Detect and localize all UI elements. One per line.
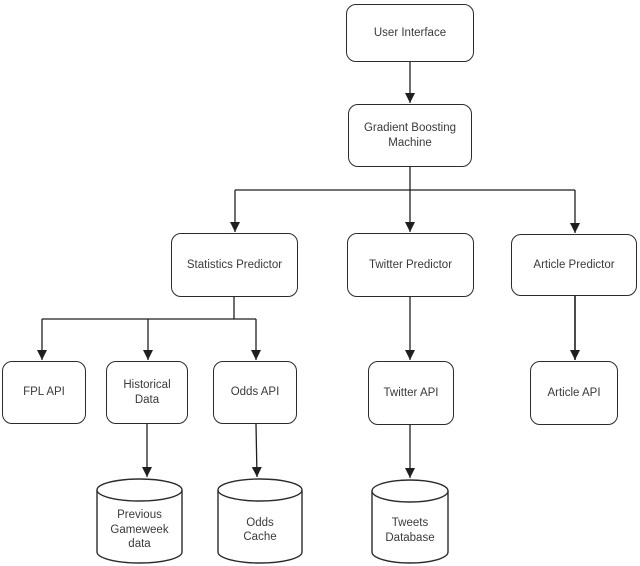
node-odds-api: Odds API (213, 361, 297, 424)
node-fpl-api-label: FPL API (23, 386, 65, 399)
node-article-predictor-label: Article Predictor (533, 258, 615, 271)
node-twitter-predictor-label: Twitter Predictor (368, 258, 453, 271)
node-statistics-predictor-label: Statistics Predictor (186, 258, 283, 271)
node-article-api: Article API (530, 361, 618, 425)
node-article-predictor: Article Predictor (511, 234, 637, 296)
node-gradient-boosting-machine: Gradient Boosting Machine (348, 104, 472, 167)
node-statistics-predictor: Statistics Predictor (171, 233, 298, 297)
node-historical-data-label: Historical Data (123, 378, 171, 406)
node-previous-gameweek-data-label: Previous Gameweek data (110, 509, 169, 551)
node-previous-gameweek-data-db: Previous Gameweek data (96, 478, 183, 564)
node-tweets-database-db: Tweets Database (371, 479, 449, 564)
node-twitter-predictor: Twitter Predictor (347, 233, 474, 297)
cylinder-icon (96, 478, 183, 564)
node-user-interface-label: User Interface (373, 26, 447, 39)
edge-odds-cache (251, 423, 262, 478)
cylinder-icon (217, 478, 303, 564)
node-historical-data: Historical Data (106, 361, 188, 424)
node-tweets-database-label: Tweets Database (385, 517, 435, 544)
node-odds-cache-label: Odds Cache (243, 516, 277, 543)
node-odds-cache-db: Odds Cache (217, 478, 303, 564)
node-twitter-api-label: Twitter API (383, 386, 439, 399)
node-twitter-api: Twitter API (368, 361, 454, 425)
node-odds-api-label: Odds API (230, 386, 280, 399)
cylinder-icon (371, 479, 449, 564)
node-user-interface: User Interface (346, 4, 474, 62)
node-article-api-label: Article API (547, 386, 601, 399)
node-fpl-api: FPL API (2, 361, 86, 424)
node-gradient-boosting-machine-label: Gradient Boosting Machine (363, 121, 457, 149)
